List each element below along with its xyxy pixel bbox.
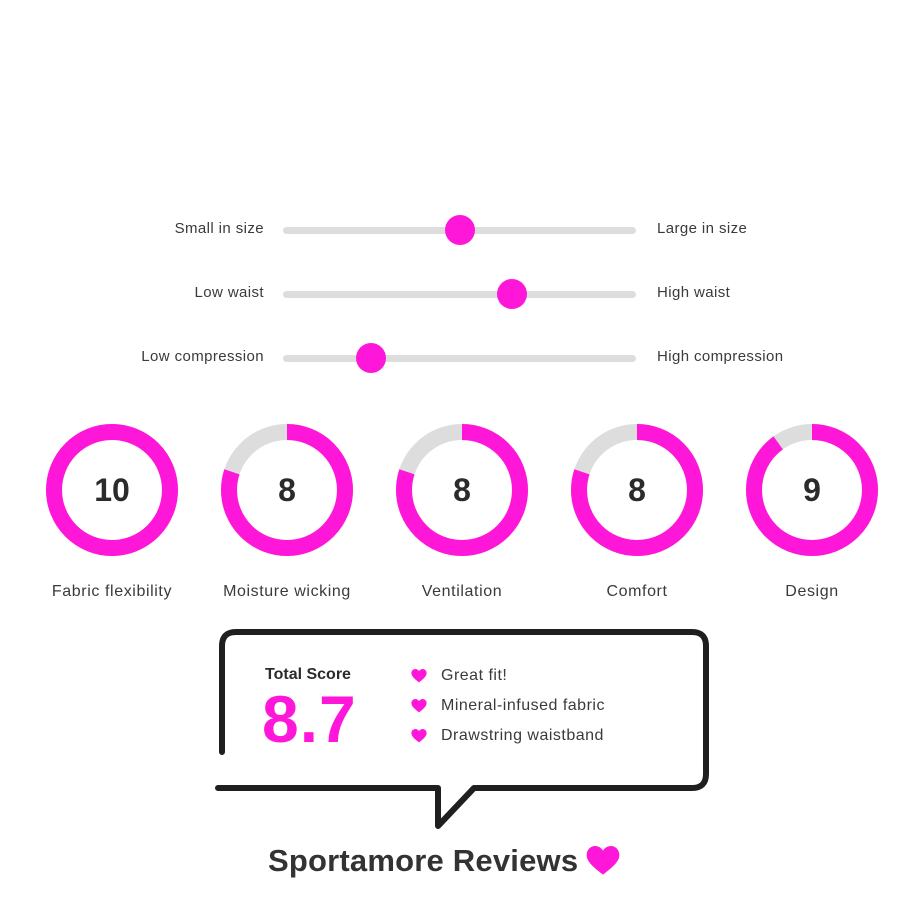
ring-chart [396, 424, 528, 556]
slider-right-label: Large in size [657, 220, 748, 237]
total-score-value: 8.7 [262, 682, 357, 756]
slider-thumb [497, 279, 528, 309]
slider-size: Small in size Large in size [0, 210, 922, 250]
brand-name: Sportamore Reviews [268, 843, 579, 878]
ring-progress [46, 424, 178, 556]
highlight-item: Great fit! [411, 665, 507, 687]
slider-track [283, 215, 636, 245]
rating-label: Design [785, 583, 839, 600]
ring-chart [571, 424, 703, 556]
ring-progress [746, 424, 878, 556]
rating-label: Moisture wicking [223, 583, 351, 600]
slider-left-label: Small in size [174, 220, 264, 237]
slider-track [283, 343, 636, 373]
slider-right-label: High waist [657, 284, 731, 301]
rating-ring-comfort: 8 [567, 420, 707, 560]
highlight-text: Drawstring waistband [441, 727, 604, 744]
rating-ring-design: 9 [742, 420, 882, 560]
rating-label: Comfort [606, 583, 668, 600]
brand: Sportamore Reviews [268, 838, 620, 884]
slider-track [283, 279, 636, 309]
slider-thumb [444, 215, 475, 245]
rating-score: 10 [94, 471, 130, 508]
ring-progress [221, 424, 353, 556]
rating-ring-ventilation: 8 [392, 420, 532, 560]
rating-ring-moisture-wicking: 8 [217, 420, 357, 560]
heart-icon [411, 699, 427, 713]
ring-chart [46, 424, 178, 556]
heart-icon [586, 846, 620, 875]
slider-thumb [356, 343, 387, 373]
rating-label: Ventilation [421, 583, 503, 600]
slider-left-label: Low waist [194, 284, 264, 301]
highlight-item: Drawstring waistband [411, 725, 604, 747]
ring-chart [221, 424, 353, 556]
slider-waist: Low waist High waist [0, 274, 922, 314]
highlight-text: Mineral-infused fabric [441, 697, 605, 714]
rating-score: 9 [803, 471, 821, 508]
rating-label: Fabric flexibility [51, 583, 173, 600]
slider-left-label: Low compression [141, 348, 264, 365]
ring-progress [396, 424, 528, 556]
ring-chart [746, 424, 878, 556]
rating-score: 8 [278, 471, 296, 508]
total-score-label: Total Score [265, 666, 351, 683]
highlight-item: Mineral-infused fabric [411, 695, 605, 717]
rating-ring-fabric-flexibility: 10 [42, 420, 182, 560]
highlight-text: Great fit! [441, 667, 508, 684]
slider-right-label: High compression [657, 348, 784, 365]
rating-score: 8 [453, 471, 471, 508]
heart-icon [411, 729, 427, 743]
ring-progress [571, 424, 703, 556]
slider-compression: Low compression High compression [0, 338, 922, 378]
heart-icon [411, 669, 427, 683]
rating-score: 8 [628, 471, 646, 508]
